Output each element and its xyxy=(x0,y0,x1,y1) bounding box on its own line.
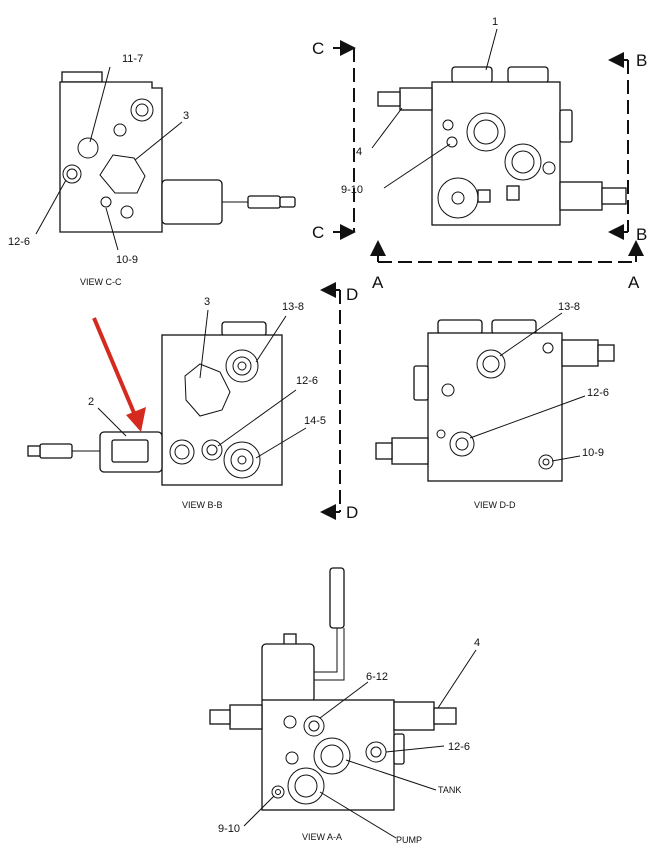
caption-view-d-d: VIEW D-D xyxy=(474,500,516,510)
callout-13-8-d-d: 13-8 xyxy=(558,301,580,313)
top-plug xyxy=(61,71,103,83)
callout-12-6-a-a: 12-6 xyxy=(448,741,470,753)
callout-1: 1 xyxy=(492,16,498,28)
callout-14-5-b-b: 14-5 xyxy=(304,415,326,427)
callout-2-b-b: 2 xyxy=(88,396,94,408)
section-letter-b-top: B xyxy=(636,51,647,70)
valve-body-top xyxy=(431,81,561,226)
label-tank: TANK xyxy=(438,785,461,795)
connector-b-b xyxy=(39,443,73,459)
highlight-arrow-head xyxy=(126,407,146,432)
callout-9-10-a-a: 9-10 xyxy=(218,823,240,835)
section-letter-b-bottom: B xyxy=(636,225,647,244)
callout-9-10: 9-10 xyxy=(341,184,363,196)
callout-4: 4 xyxy=(356,146,362,158)
caption-view-a-a: VIEW A-A xyxy=(302,832,342,842)
solenoid-a-a xyxy=(261,643,315,703)
callout-11-7: 11-7 xyxy=(122,53,143,65)
valve-body-d-d xyxy=(427,332,563,482)
caption-view-c-c: VIEW C-C xyxy=(80,277,122,287)
view-a-a: 4 6-12 12-6 TANK 9-10 PUMP VIEW A-A xyxy=(209,567,480,845)
highlight-arrow xyxy=(92,317,139,421)
label-pump: PUMP xyxy=(396,835,422,845)
connector-c-c xyxy=(247,195,281,209)
section-letter-a-left: A xyxy=(372,273,384,292)
callout-13-8-b-b: 13-8 xyxy=(282,301,304,313)
callout-4-a-a: 4 xyxy=(474,637,480,649)
hex-plug xyxy=(99,154,146,194)
callout-3-b-b: 3 xyxy=(204,296,210,308)
callout-3: 3 xyxy=(183,110,189,122)
valve-body-a-a xyxy=(261,699,395,811)
section-letter-c-bottom: C xyxy=(312,223,324,242)
cable-a-a xyxy=(329,567,345,629)
callout-6-12: 6-12 xyxy=(366,671,388,683)
caption-view-b-b: VIEW B-B xyxy=(182,500,223,510)
callout-10-9-d-d: 10-9 xyxy=(582,447,604,459)
valve-body-c-c xyxy=(59,81,163,233)
section-letter-a-right: A xyxy=(628,273,640,292)
callout-12-6: 12-6 xyxy=(8,236,30,248)
callout-12-6-b-b: 12-6 xyxy=(296,375,318,387)
section-letter-d-top: D xyxy=(346,285,358,304)
section-letter-d-bottom: D xyxy=(346,503,358,522)
view-c-c: 11-7 3 12-6 10-9 VIEW C-C xyxy=(8,53,296,287)
hex-plug-b-b xyxy=(184,363,231,417)
solenoid-c-c xyxy=(161,179,223,225)
view-d-d: 13-8 12-6 10-9 VIEW D-D xyxy=(375,301,615,510)
view-b-b: 3 13-8 12-6 14-5 2 VIEW B-B D D xyxy=(27,282,358,522)
view-top: 1 4 9-10 C C B B A A xyxy=(312,16,647,292)
callout-10-9: 10-9 xyxy=(116,254,138,266)
section-letter-c-top: C xyxy=(312,39,324,58)
callout-12-6-d-d: 12-6 xyxy=(587,387,609,399)
